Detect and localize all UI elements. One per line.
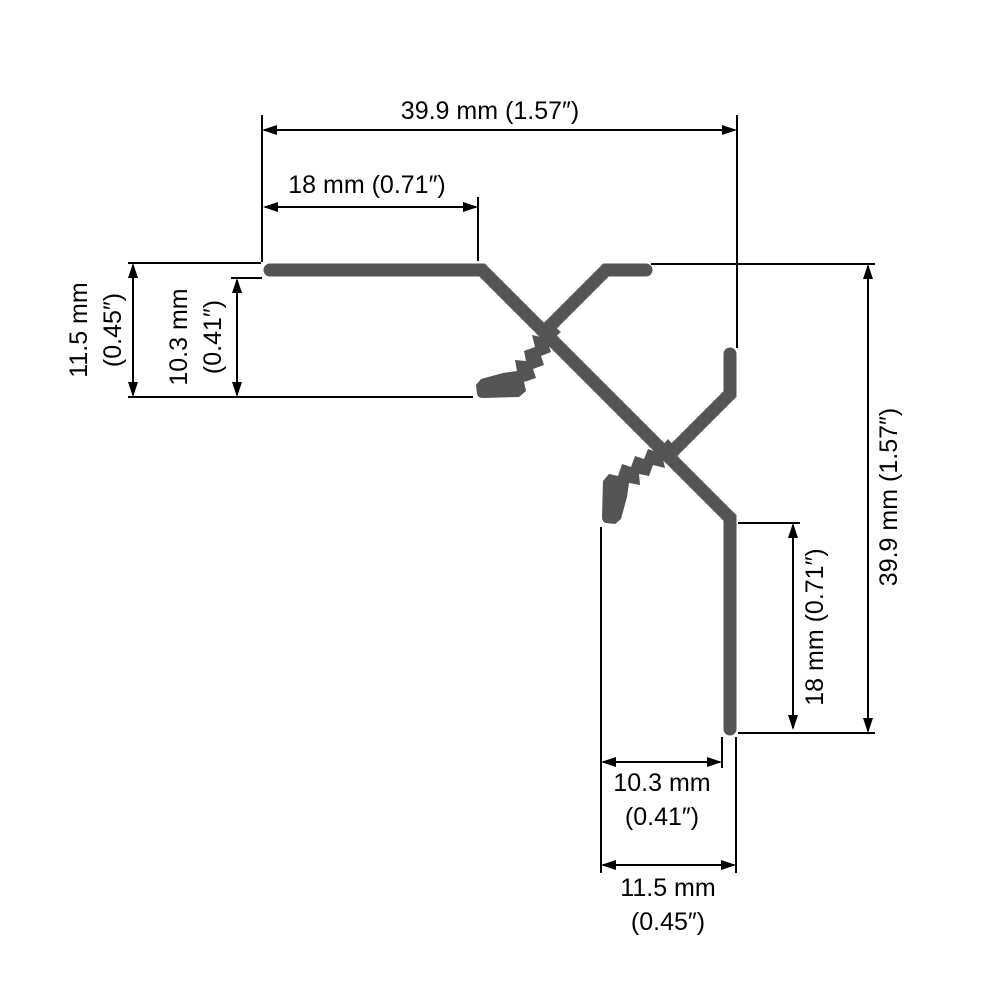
dim-value-metric: 10.3 mm <box>613 769 711 797</box>
dimension-lines <box>128 125 873 870</box>
dim-line-top-face <box>263 202 478 212</box>
dim-line-bottom-inner <box>601 757 722 767</box>
profile-cross-section <box>263 263 737 736</box>
dim-value-imperial: (0.71″) <box>801 548 829 623</box>
dim-value-imperial: (0.71″) <box>371 171 446 199</box>
profile-main-wall <box>263 263 737 736</box>
dim-value-metric: 11.5 mm <box>65 282 93 378</box>
dim-value-metric: 39.9 mm <box>875 488 903 587</box>
dim-value-metric: 18 mm <box>288 171 365 199</box>
dim-value-metric: 39.9 mm <box>400 97 499 125</box>
extension-lines <box>128 115 875 873</box>
dim-line-right-height <box>863 264 873 733</box>
dim-line-bottom-overall <box>601 860 736 870</box>
dim-label-right-face: 18 mm (0.71″) <box>798 548 832 706</box>
dim-line-left-overall <box>128 263 138 397</box>
dim-value-imperial: (0.41″) <box>199 299 227 375</box>
dim-line-left-inner <box>232 278 242 397</box>
dim-value-imperial: (1.57″) <box>875 407 903 482</box>
dim-value-imperial: (0.41″) <box>624 803 700 831</box>
profile-cover-lip <box>538 263 653 338</box>
profile-spring-clip <box>476 325 561 398</box>
dim-value-imperial: (0.45″) <box>630 908 706 936</box>
profile-arm-detail <box>476 263 653 398</box>
dim-label-left-inner: 10.3 mm (0.41″) <box>162 288 230 385</box>
dim-value-metric: 18 mm <box>801 629 829 706</box>
dim-label-left-overall: 11.5 mm (0.45″) <box>62 282 130 377</box>
dim-label-top-face: 18 mm (0.71″) <box>288 168 446 202</box>
dim-value-metric: 10.3 mm <box>165 288 193 386</box>
dim-value-imperial: (1.57″) <box>505 97 580 125</box>
dim-line-right-face <box>788 523 798 730</box>
dim-label-bottom-overall: 11.5 mm (0.45″) <box>620 871 715 939</box>
dim-line-top-width <box>262 125 737 135</box>
dim-label-right-height: 39.9 mm (1.57″) <box>872 408 906 586</box>
dim-value-metric: 11.5 mm <box>620 874 716 902</box>
dim-label-bottom-inner: 10.3 mm (0.41″) <box>613 766 710 834</box>
dim-label-top-width: 39.9 mm (1.57″) <box>401 94 579 128</box>
dim-value-imperial: (0.45″) <box>99 292 127 368</box>
